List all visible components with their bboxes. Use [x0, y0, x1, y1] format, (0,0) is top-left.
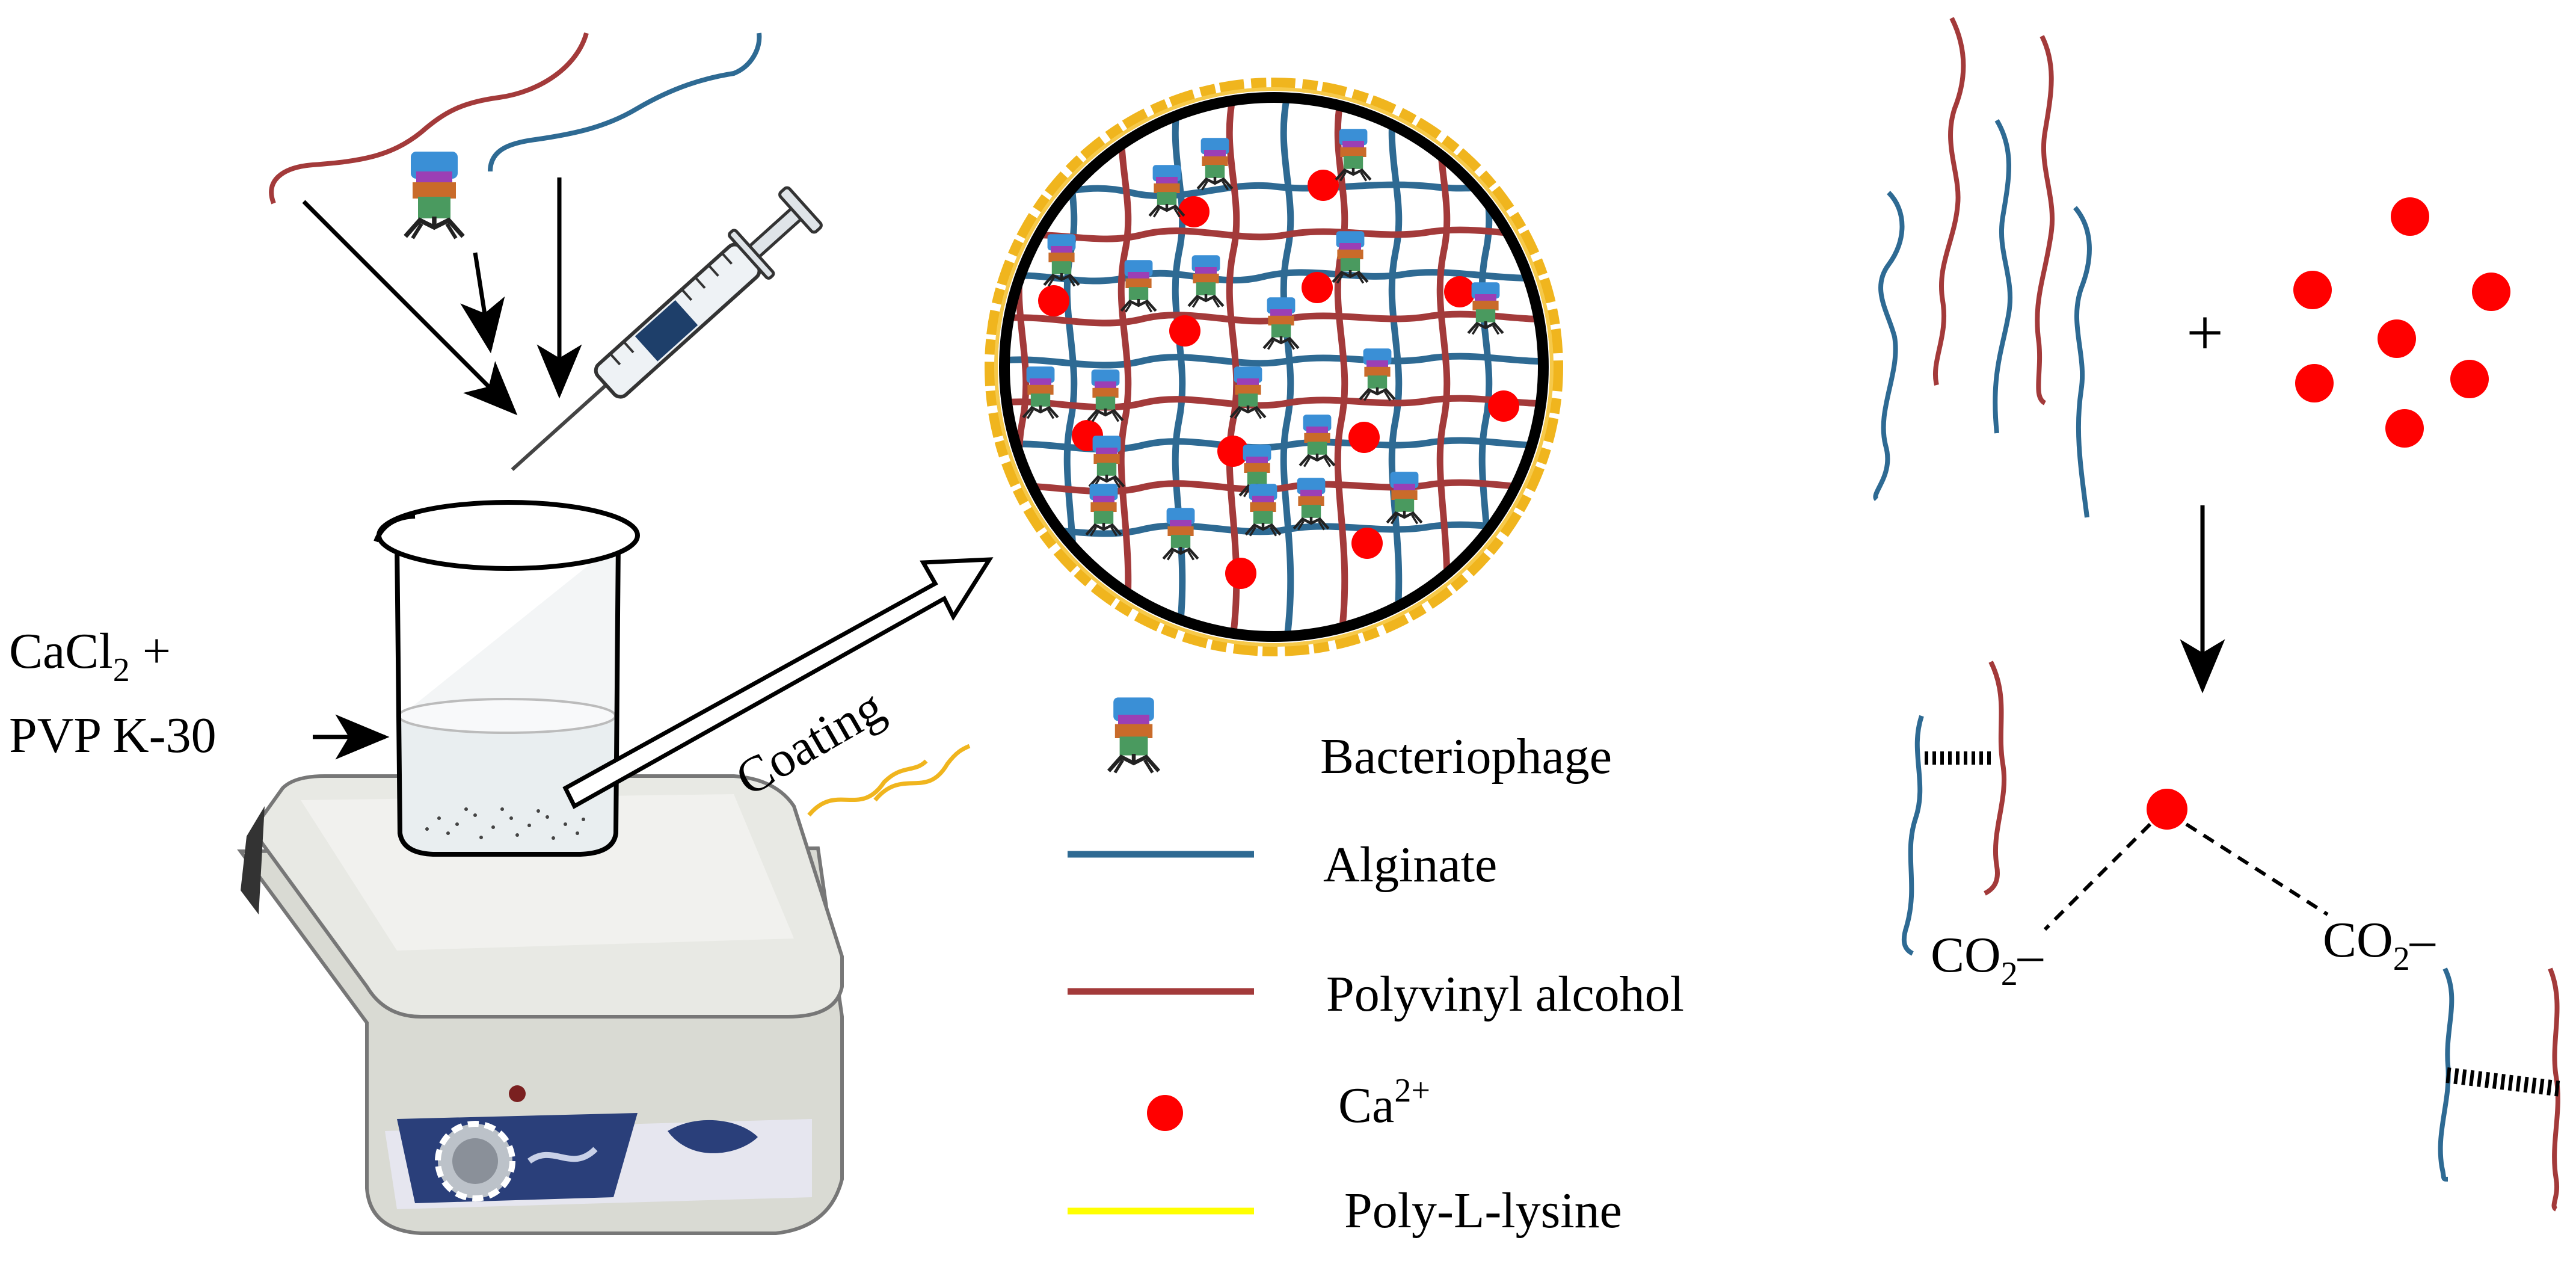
cacl2-label: CaCl2 + [9, 623, 171, 689]
coating-arrow [562, 557, 994, 809]
pvp-label: PVP K-30 [9, 707, 217, 763]
syringe-icon [511, 186, 823, 471]
legend-calcium-label: Ca2+ [1338, 1072, 1430, 1133]
bacteriophage-icon [1468, 282, 1503, 334]
bacteriophage-icon [1300, 415, 1335, 466]
legend-pva-label: Polyvinyl alcohol [1326, 966, 1684, 1022]
bacteriophage-icon [1023, 366, 1058, 418]
carboxylate-right-label: CO2– [2323, 912, 2436, 978]
alginate-strand-right [2438, 967, 2455, 1182]
calcium-ions-group [2293, 197, 2510, 448]
bacteriophage-icon [1163, 508, 1198, 559]
magnetic-stirrer-hotplate-icon [237, 774, 844, 1235]
polylysine-strand-coating [807, 759, 928, 817]
pva-strand-left [1984, 661, 2007, 896]
legend-calcium-swatch [1147, 1095, 1183, 1131]
pva-strand-right [2548, 967, 2560, 1212]
arrow-phage-to-beaker [460, 252, 505, 354]
pva-strand-input [269, 32, 589, 205]
alginate-strand-input [488, 32, 762, 172]
bacteriophage-icon [1149, 165, 1184, 217]
legend-bacteriophage-label: Bacteriophage [1320, 729, 1612, 784]
bacteriophage-icon [405, 152, 463, 238]
legend-polylysine-label: Poly-L-lysine [1344, 1183, 1622, 1239]
hydrogen-bond-right [2445, 1067, 2562, 1097]
bacteriophage-icon [1089, 436, 1124, 487]
bacteriophage-icon [1044, 234, 1079, 286]
bacteriophage-icon [1336, 129, 1371, 180]
bacteriophage-icon [1246, 484, 1280, 535]
calcium-ion-bridge [2147, 789, 2187, 830]
arrow-pva-to-beaker [302, 200, 518, 416]
bacteriophage-icon [1088, 369, 1123, 421]
bacteriophage-icon [1360, 348, 1395, 400]
bacteriophage-icon [1264, 297, 1299, 349]
polymer-strands-group [1873, 17, 2092, 518]
polylysine-coat [985, 78, 1563, 656]
alginate-strand-left [1901, 715, 1924, 956]
bacteriophage-icon [1231, 366, 1265, 418]
bead-outline [999, 92, 1549, 642]
bacteriophage-icon [1188, 255, 1223, 307]
plus-sign: + [2186, 296, 2224, 369]
bacteriophage-icon [1387, 472, 1422, 523]
legend-bacteriophage-icon [1108, 697, 1158, 772]
ionic-bond-left [2043, 822, 2152, 931]
ionic-bond-right [2185, 822, 2329, 916]
bacteriophage-icon [1333, 231, 1368, 283]
bacteriophage-icon [1197, 138, 1232, 190]
polylysine-strand-coating-2 [873, 744, 971, 802]
bacteriophage-icon [1294, 478, 1329, 529]
legend-alginate-label: Alginate [1323, 837, 1497, 893]
legend: Bacteriophage Alginate Polyvinyl alcohol… [1068, 697, 1684, 1239]
bacteriophage-icon [1086, 484, 1121, 535]
bacteriophage-icon [1121, 260, 1156, 312]
beaker-icon [373, 500, 640, 857]
carboxylate-left-label: CO2– [1931, 927, 2044, 993]
encapsulated-bead [985, 78, 1563, 656]
